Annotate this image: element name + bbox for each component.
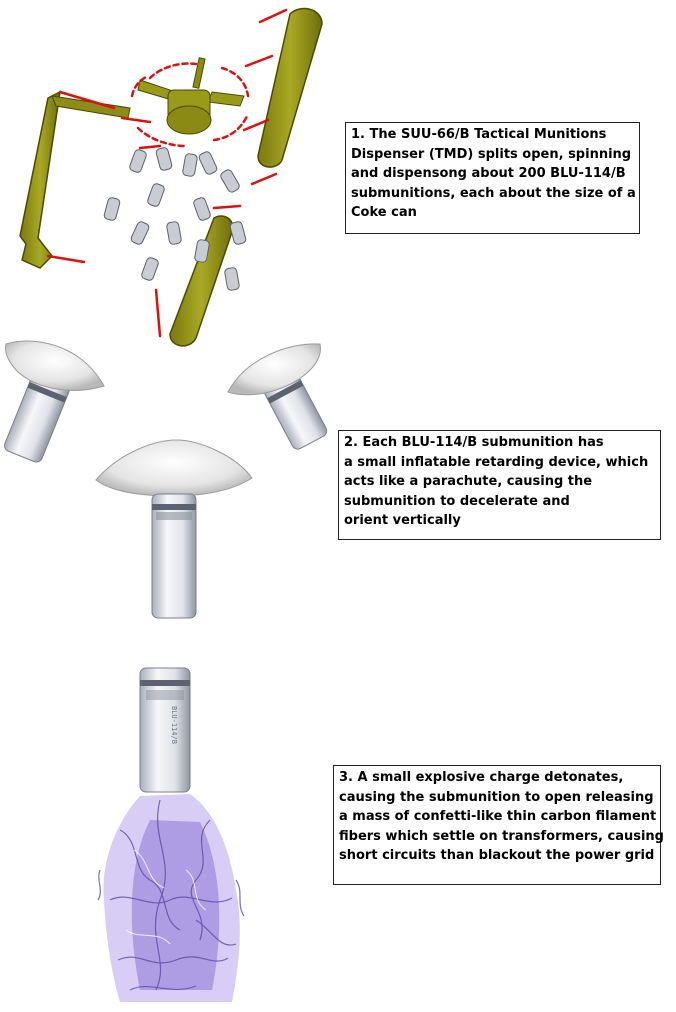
caption-line: causing the submunition to open releasin…	[339, 789, 654, 805]
step-1-caption: 1. The SUU-66/B Tactical Munitions Dispe…	[345, 122, 640, 234]
dispenser-shell-left-flange	[51, 95, 131, 119]
caption-line: a mass of confetti-like thin carbon fila…	[339, 809, 657, 825]
retarder-canopy-right	[227, 343, 321, 396]
detonating-submunition	[139, 667, 191, 793]
caption-line: submunition to decelerate and	[344, 493, 570, 509]
dispenser-hub	[137, 57, 245, 135]
caption-line: Dispenser (TMD) splits open, spinning	[351, 146, 632, 162]
caption-line: Coke can	[351, 205, 417, 221]
caption-line: fibers which settle on transformers, cau…	[339, 828, 664, 844]
dispenser-shell-lower	[169, 215, 234, 347]
can-stencil-label: BLU-114/B	[170, 706, 178, 744]
step-3-caption: 3. A small explosive charge detonates, c…	[333, 765, 664, 885]
parachute-stage	[4, 340, 328, 619]
dispenser-shell-right	[257, 7, 323, 168]
dispenser-stage	[19, 7, 323, 347]
carbon-fiber-mass	[97, 794, 245, 1002]
caption-line: orient vertically	[344, 513, 461, 529]
dispenser-shell-left	[19, 90, 61, 269]
step-2-caption: 2. Each BLU-114/B submunition has a smal…	[338, 430, 661, 540]
caption-line: acts like a parachute, causing the	[344, 474, 593, 490]
retarder-canopy-left	[5, 340, 105, 391]
submunition-cans	[103, 147, 247, 291]
caption-line: a small inflatable retarding device, whi…	[344, 454, 649, 470]
spin-marks	[46, 8, 288, 338]
caption-line: and dispensong about 200 BLU-114/B	[351, 166, 626, 182]
submunition-with-retarder-center	[151, 493, 197, 619]
caption-line: short circuits than blackout the power g…	[339, 848, 655, 864]
detonation-stage: BLU-114/B	[97, 667, 245, 1002]
caption-line: submunitions, each about the size of a	[351, 185, 636, 201]
caption-line: 1. The SUU-66/B Tactical Munitions	[351, 127, 607, 142]
caption-line: 3. A small explosive charge detonates,	[339, 770, 624, 785]
caption-line: 2. Each BLU-114/B submunition has	[344, 435, 604, 450]
retarder-canopy-center	[95, 439, 253, 497]
